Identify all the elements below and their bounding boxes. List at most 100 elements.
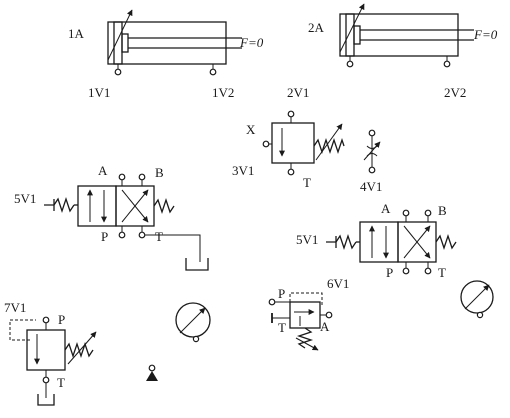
valve-4v1-bottom-port [368, 166, 376, 174]
pressure-gauge-right [460, 280, 494, 319]
pressure-source-triangle [146, 371, 158, 381]
valve-6v1-label: 6V1 [327, 276, 349, 291]
valve-5v1-left-tank-line [145, 234, 201, 262]
pressure-source [146, 364, 158, 381]
valve-7v1-t-label: T [57, 375, 65, 390]
valve-6v1-adjust-arrow [295, 337, 319, 351]
valve-5v1-left-tank [185, 258, 209, 271]
valve-5v1-left-p-port [118, 231, 126, 239]
valve-6v1-a-port [325, 311, 333, 319]
cylinder-1a-barrel [107, 21, 227, 65]
cylinder-2a-port-left [346, 60, 354, 68]
valve-3v1-t-label: T [303, 175, 311, 190]
cylinder-1a-port-right [209, 68, 217, 76]
valve-5v1-right-t-label: T [438, 265, 446, 280]
valve-7v1-adjust-arrow [67, 331, 97, 365]
valve-5v1-left: 5V1 A B P T [14, 163, 209, 271]
valve-5v1-left-arrow-at [121, 189, 149, 223]
cylinder-2a-piston [353, 25, 361, 45]
pressure-gauge-right-port [476, 311, 484, 319]
valve-6v1-t-label: T [278, 320, 286, 335]
pressure-gauge-right-dial [460, 280, 494, 314]
valve-3v1-spring [313, 137, 345, 155]
valve-6v1-p-port [268, 298, 276, 306]
valve-5v1-right-actuator-spring [335, 233, 357, 251]
port-2v2-label: 2V2 [444, 85, 466, 100]
pressure-gauge-left [175, 302, 211, 343]
valve-4v1-adjust-arrow [363, 141, 381, 161]
cylinder-2a-variable-arrow [339, 3, 365, 53]
valve-3v1-top-port [287, 110, 295, 118]
valve-7v1-p-label: P [58, 312, 65, 327]
valve-3v1-x-port [262, 140, 270, 148]
pressure-gauge-left-port [192, 335, 200, 343]
valve-5v1-left-label: 5V1 [14, 191, 36, 206]
valve-5v1-left-a-port [118, 173, 126, 181]
valve-3v1-body [271, 122, 315, 164]
valve-5v1-right-p-label: P [386, 265, 393, 280]
valve-3v1-t-port [287, 168, 295, 176]
valve-5v1-right-a-label: A [381, 201, 391, 216]
valve-7v1-p-port [42, 316, 50, 324]
pressure-source-port [148, 364, 156, 372]
valve-6v1-p-label: P [278, 286, 285, 301]
valve-5v1-left-a-label: A [98, 163, 108, 178]
valve-5v1-right-p-port [402, 267, 410, 275]
valve-5v1-left-t-port [138, 231, 146, 239]
pressure-gauge-right-needle [464, 284, 490, 310]
valve-6v1-pilot-line [289, 292, 323, 306]
valve-5v1-right-b-label: B [438, 203, 447, 218]
cylinder-1a-label: 1A [68, 26, 85, 41]
cylinder-1a-end-cap [113, 21, 123, 65]
cylinder-2a: 2A F=0 2V1 2V2 [287, 3, 498, 100]
port-1v1-label: 1V1 [88, 85, 110, 100]
valve-3v1: X T 3V1 [232, 110, 345, 190]
valve-5v1-left-return-spring [153, 197, 175, 215]
valve-5v1-left-b-label: B [155, 165, 164, 180]
valve-4v1: 4V1 [360, 129, 382, 194]
valve-5v1-left-box-parallel [77, 185, 117, 227]
valve-6v1-spring [296, 327, 314, 349]
valve-7v1-tank [37, 394, 55, 406]
cylinder-2a-force: F=0 [473, 27, 498, 42]
cylinder-1a-piston [121, 33, 129, 53]
valve-6v1: 6V1 P A T [268, 276, 349, 351]
valve-7v1-label: 7V1 [4, 300, 26, 315]
port-1v2-label: 1V2 [212, 85, 234, 100]
cylinder-1a-port-left [114, 68, 122, 76]
valve-7v1-t-port [42, 376, 50, 384]
cylinder-2a-port-right [443, 60, 451, 68]
cylinder-2a-barrel [339, 13, 459, 57]
valve-5v1-right-label: 5V1 [296, 232, 318, 247]
cylinder-1a-force: F=0 [239, 35, 264, 50]
cylinder-1a: 1A F=0 1V1 1V2 [68, 9, 264, 100]
valve-7v1-spring [64, 341, 94, 359]
valve-5v1-left-p-label: P [101, 229, 108, 244]
valve-7v1: 7V1 P T [4, 300, 97, 406]
valve-5v1-right-a-port [402, 209, 410, 217]
valve-5v1-left-b-port [138, 173, 146, 181]
cylinder-2a-label: 2A [308, 20, 325, 35]
valve-3v1-label: 3V1 [232, 163, 254, 178]
valve-6v1-body [289, 301, 321, 329]
cylinder-1a-variable-arrow [107, 9, 133, 61]
port-2v1-label: 2V1 [287, 85, 309, 100]
valve-5v1-left-actuator-spring [53, 196, 75, 214]
pressure-gauge-left-dial [175, 302, 211, 338]
valve-7v1-body [26, 329, 66, 371]
valve-6v1-a-label: A [320, 319, 330, 334]
pressure-gauge-left-needle [179, 307, 206, 334]
valve-5v1-left-t-label: T [155, 229, 163, 244]
valve-4v1-top-port [368, 129, 376, 137]
valve-5v1-right: 5V1 A B P T [296, 201, 457, 280]
valve-4v1-label: 4V1 [360, 179, 382, 194]
valve-5v1-right-return-spring [435, 233, 457, 251]
valve-5v1-right-actuator-rod [326, 236, 337, 248]
valve-7v1-pilot-line [9, 319, 36, 341]
valve-3v1-adjust-arrow [315, 123, 343, 161]
cylinder-2a-end-cap [345, 13, 355, 57]
valve-5v1-right-b-port [424, 209, 432, 217]
valve-5v1-right-arrow-at [403, 225, 431, 259]
valve-5v1-right-box-parallel [359, 221, 399, 263]
